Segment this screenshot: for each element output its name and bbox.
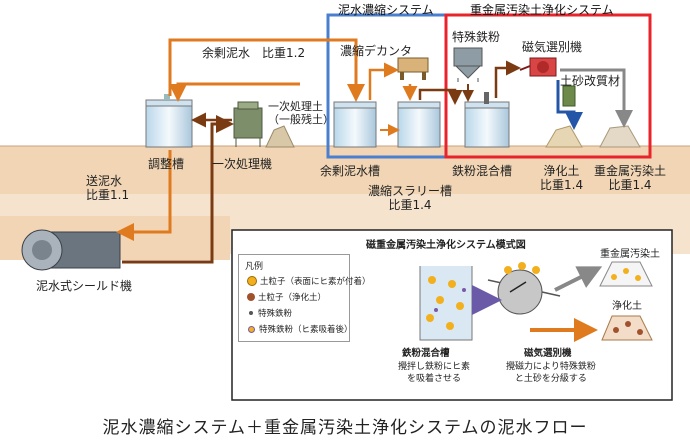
slurry-tank-label: 濃縮スラリー槽 比重1.4 — [368, 184, 453, 213]
primary-soil-pile — [265, 125, 295, 148]
clean-soil-dot-icon — [247, 293, 255, 301]
send-mud-label: 送泥水 比重1.1 — [86, 174, 130, 203]
primary-machine-shape — [233, 101, 263, 147]
legend-item-iron-powder: 特殊鉄粉 — [247, 307, 292, 319]
ground-band — [0, 146, 690, 194]
surplus-tank-label: 余剰泥水槽 — [320, 164, 381, 178]
slurry-to-mix-arrow — [418, 88, 463, 105]
clean-soil-arrow — [556, 80, 583, 130]
iron-powder-dot-icon — [249, 311, 253, 315]
heavy-soil-pile — [599, 125, 641, 148]
slurry-tank-shape — [397, 101, 441, 148]
heavy-metal-system-title: 重金属汚染土浄化システム — [470, 3, 614, 17]
heavy-soil-label: 重金属汚染土 比重1.4 — [594, 164, 667, 193]
schematic-out-heavy: 重金属汚染土 — [600, 249, 660, 260]
legend-title: 凡例 — [245, 262, 264, 272]
adjust-tank-label: 調整槽 — [148, 157, 185, 171]
schematic-mag-title: 磁気選別機 — [524, 348, 572, 359]
legend-box: 凡例 土粒子（表面にヒ素が付着） 土粒子（浄化土） 特殊鉄粉 特殊鉄粉（ヒ素吸着… — [238, 254, 371, 342]
schematic-title: 磁重金属汚染土浄化システム模式図 — [366, 240, 526, 251]
magnetic-sep-label: 磁気選別機 — [522, 40, 583, 54]
schematic-mag-desc: 攪磁力により特殊鉄粉 と土砂を分級する — [506, 362, 596, 384]
primary-machine-label: 一次処理機 — [212, 157, 273, 171]
return-mud-arrow — [122, 115, 234, 264]
shield-machine-shape — [21, 229, 121, 271]
schematic-clean-pile — [601, 315, 653, 341]
schematic-out-clean: 浄化土 — [612, 301, 642, 312]
legend-item-arsenic-soil: 土粒子（表面にヒ素が付着） — [247, 275, 371, 287]
shield-machine-label: 泥水式シールド機 — [36, 279, 133, 293]
figure-caption: 泥水濃縮システム＋重金属汚染土浄化システムの泥水フロー — [102, 418, 588, 438]
concentration-system-title: 泥水濃縮システム — [338, 3, 434, 17]
iron-powder-hopper — [453, 47, 483, 82]
return-arrow-1 — [169, 82, 300, 102]
schematic-heavy-out — [554, 266, 603, 292]
legend-item-clean-soil: 土粒子（浄化土） — [247, 291, 326, 303]
legend-item-iron-adsorbed: 特殊鉄粉（ヒ素吸着後） — [247, 323, 353, 335]
clean-soil-label: 浄化土 比重1.4 — [540, 164, 584, 193]
magnetic-separator-shape — [519, 57, 557, 77]
decanter-label: 濃縮デカンタ — [340, 44, 413, 58]
mix-to-mag-arrow — [494, 60, 521, 98]
to-decanter-arrow — [368, 62, 399, 100]
schematic-mix-desc: 攪拌し鉄粉にヒ素 を吸着させる — [398, 362, 471, 384]
soil-modifier-bag — [562, 85, 576, 107]
schematic-heavy-pile — [599, 261, 653, 287]
adjust-tank-shape — [145, 94, 193, 148]
iron-powder-label: 特殊鉄粉 — [452, 30, 501, 44]
schematic-magnetic-drum — [487, 262, 561, 315]
primary-soil-label: 一次処理土 （一般残土） — [268, 100, 334, 127]
schematic-mix-title: 鉄粉混合槽 — [402, 348, 450, 359]
clean-soil-pile — [545, 125, 583, 148]
surplus-tank-shape — [333, 101, 377, 148]
decanter-shape — [397, 57, 429, 80]
iron-mix-tank-label: 鉄粉混合槽 — [452, 164, 513, 178]
surplus-mud-label: 余剰泥水 比重1.2 — [202, 46, 306, 60]
heavy-metal-system-box — [444, 13, 652, 159]
iron-mix-tank-shape — [464, 92, 510, 148]
arsenic-soil-dot-icon — [247, 276, 257, 286]
soil-modifier-label: 土砂改質材 — [560, 74, 621, 88]
surplus-mud-arrow — [168, 38, 365, 102]
heavy-soil-arrow — [560, 68, 633, 128]
iron-adsorbed-dot-icon — [248, 325, 255, 333]
send-mud-arrow — [116, 150, 172, 241]
schematic-mix-tank — [419, 266, 473, 341]
